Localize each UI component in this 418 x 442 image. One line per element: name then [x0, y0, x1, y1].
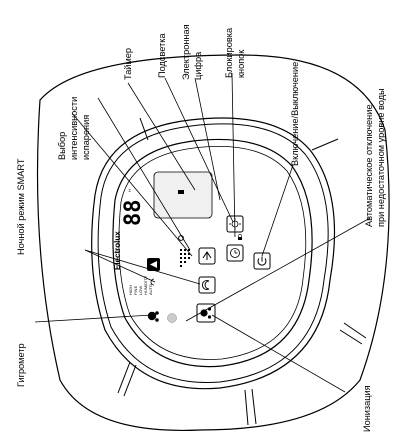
label-hygrometer: Гигрометр — [16, 343, 26, 387]
label-timer: Таймер — [123, 48, 133, 80]
label-ionization: Ионизация — [362, 385, 372, 432]
label-electronic-digit-2: цифра — [193, 51, 203, 80]
hygrometer-icon — [147, 311, 159, 322]
label-night-mode: Ночной режим SMART — [16, 158, 26, 255]
label-backlight: Подсветка — [157, 33, 167, 78]
moon-icon[interactable] — [198, 276, 216, 294]
label-evaporation-intensity-3: испарения — [81, 115, 91, 160]
humidity-option-high: HIGH — [128, 285, 133, 295]
humidity-option-low: LOW — [138, 286, 143, 295]
digit-display: 88 — [121, 200, 146, 227]
clock-icon[interactable] — [226, 244, 244, 262]
device-inner-outline — [91, 117, 336, 390]
intensity-dots-icon[interactable] — [198, 247, 216, 265]
display-screen — [153, 171, 213, 219]
device-inner-outline-2 — [97, 123, 329, 384]
label-power: Включение/Выключение — [290, 62, 300, 166]
label-electronic-digit-1: Электронная — [181, 24, 191, 80]
intensity-level-indicator — [180, 249, 190, 267]
label-evaporation-intensity-1: Выбор — [57, 132, 67, 160]
humidity-option-auto: AUTO — [148, 284, 153, 295]
control-panel-inner — [118, 145, 307, 360]
humidity-option-humidity: HUMIDITY — [143, 275, 148, 295]
label-auto-off-2: при недостаточном уровне воды — [376, 88, 386, 227]
label-button-lock-1: Блокировка — [224, 27, 234, 78]
control-panel-outline — [112, 138, 313, 368]
leader-lines — [34, 72, 371, 393]
electrolux-logo-icon — [147, 258, 160, 271]
label-evaporation-intensity-2: интенсивности — [69, 97, 79, 160]
digit-unit: H — [127, 189, 132, 192]
device-outer-outline — [36, 54, 390, 432]
label-auto-off-1: Автоматическое отключение — [364, 105, 374, 227]
humidity-drop-indicator — [167, 313, 177, 323]
brand-name: Electrolux — [113, 231, 122, 270]
humidity-option-fine: FINE — [133, 286, 138, 295]
power-icon[interactable] — [253, 252, 271, 270]
label-button-lock-2: кнопок — [236, 49, 246, 78]
water-drop-icon — [178, 190, 184, 194]
device-ribs — [117, 117, 367, 426]
lock-icon — [238, 234, 242, 240]
